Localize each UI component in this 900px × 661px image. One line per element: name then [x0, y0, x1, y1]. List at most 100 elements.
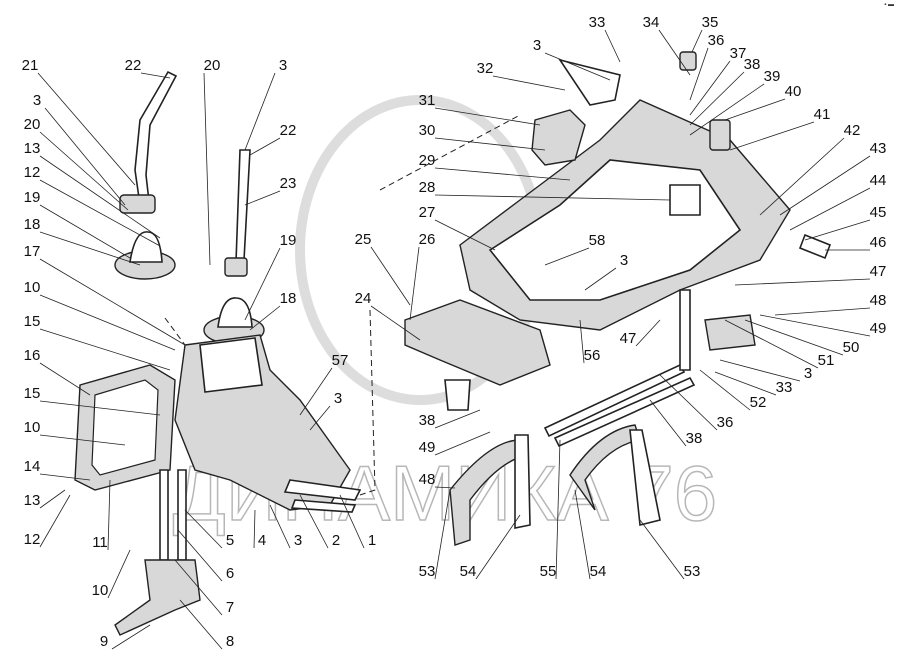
- part-callout-36: 36: [708, 32, 725, 49]
- part-callout-20: 20: [204, 57, 221, 74]
- part-callout-48: 48: [870, 292, 887, 309]
- part-callout-22: 22: [280, 122, 297, 139]
- part-callout-51: 51: [818, 352, 835, 369]
- part-callout-8: 8: [226, 633, 234, 650]
- part-callout-35: 35: [702, 14, 719, 31]
- leader-line: [177, 529, 223, 582]
- leader-line: [179, 599, 223, 650]
- leader-line: [759, 137, 845, 216]
- part-callout-48: 48: [419, 471, 436, 488]
- part-callout-33: 33: [589, 14, 606, 31]
- part-callout-43: 43: [870, 140, 887, 157]
- gasket-frame: [74, 364, 176, 491]
- leader-line: [370, 305, 421, 341]
- leader-line: [39, 155, 161, 239]
- leader-line: [39, 204, 131, 259]
- leader-line: [475, 514, 521, 580]
- leader-line: [434, 486, 456, 489]
- part-callout-42: 42: [844, 122, 861, 139]
- part-callout-38: 38: [686, 430, 703, 447]
- leader-line: [734, 278, 871, 286]
- leader-line: [174, 559, 223, 616]
- leader-line: [249, 137, 281, 156]
- part-callout-55: 55: [540, 563, 557, 580]
- part-callout-38: 38: [419, 412, 436, 429]
- leader-line: [434, 194, 671, 201]
- leader-line: [724, 319, 819, 369]
- leader-line: [39, 231, 141, 266]
- leader-line: [184, 509, 223, 549]
- leader-line: [309, 405, 331, 431]
- part-callout-13: 13: [24, 492, 41, 509]
- leader-line: [434, 137, 546, 151]
- part-callout-11: 11: [92, 534, 108, 551]
- leader-line: [244, 190, 281, 206]
- part-callout-27: 27: [419, 204, 436, 221]
- part-callout-31: 31: [419, 92, 436, 109]
- part-callout-12: 12: [24, 531, 41, 548]
- leader-line: [774, 307, 871, 316]
- part-callout-16: 16: [24, 347, 41, 364]
- part-callout-7: 7: [226, 599, 234, 616]
- part-callout-47: 47: [620, 330, 637, 347]
- shift-rods-right: [543, 289, 756, 448]
- leader-line: [39, 494, 71, 548]
- part-callout-37: 37: [730, 45, 747, 62]
- part-callout-26: 26: [419, 231, 436, 248]
- part-callout-23: 23: [280, 175, 297, 192]
- leader-line: [39, 258, 186, 346]
- part-callout-25: 25: [355, 231, 372, 248]
- part-callout-10: 10: [92, 582, 109, 599]
- leader-line: [659, 374, 718, 431]
- part-callout-13: 13: [24, 140, 41, 157]
- dashed-outline-left: [164, 114, 521, 496]
- part-callout-15: 15: [24, 313, 41, 330]
- leader-line: [584, 267, 617, 291]
- part-callout-49: 49: [870, 320, 887, 337]
- leader-line: [804, 219, 871, 241]
- leader-line: [44, 107, 126, 206]
- leader-line: [789, 187, 871, 231]
- leader-line: [724, 98, 786, 121]
- part-callout-56: 56: [584, 347, 601, 364]
- leader-line: [492, 75, 566, 91]
- leader-line: [574, 489, 591, 580]
- leader-line: [635, 319, 661, 347]
- leader-line: [719, 359, 801, 382]
- leader-line: [37, 72, 136, 186]
- part-callout-40: 40: [785, 83, 802, 100]
- leader-line: [244, 72, 276, 151]
- leader-line: [39, 434, 126, 446]
- part-callout-3: 3: [294, 532, 302, 549]
- part-callout-30: 30: [419, 122, 436, 139]
- part-callout-44: 44: [870, 172, 887, 189]
- part-callout-3: 3: [279, 57, 287, 74]
- part-callout-41: 41: [814, 106, 831, 123]
- leader-line: [299, 367, 333, 416]
- leader-line: [689, 83, 765, 136]
- part-callout-18: 18: [280, 290, 297, 307]
- part-callout-3: 3: [533, 37, 541, 54]
- leader-line: [39, 179, 161, 247]
- leader-line: [434, 431, 491, 456]
- leader-line: [689, 71, 745, 126]
- part-callout-3: 3: [334, 390, 342, 407]
- part-callout-52: 52: [750, 394, 767, 411]
- leader-line: [39, 489, 66, 509]
- leader-line: [691, 29, 703, 53]
- part-callout-32: 32: [477, 60, 494, 77]
- leader-line: [111, 624, 151, 650]
- gear-housing: [174, 334, 362, 513]
- leader-line: [39, 131, 129, 211]
- gasket-and-plate: [531, 58, 621, 166]
- part-callout-58: 58: [589, 232, 606, 249]
- leader-line: [658, 29, 691, 76]
- part-callout-4: 4: [258, 532, 266, 549]
- leader-line: [689, 60, 731, 116]
- leader-line: [39, 294, 176, 351]
- leader-line: [299, 494, 329, 549]
- part-callout-34: 34: [643, 14, 660, 31]
